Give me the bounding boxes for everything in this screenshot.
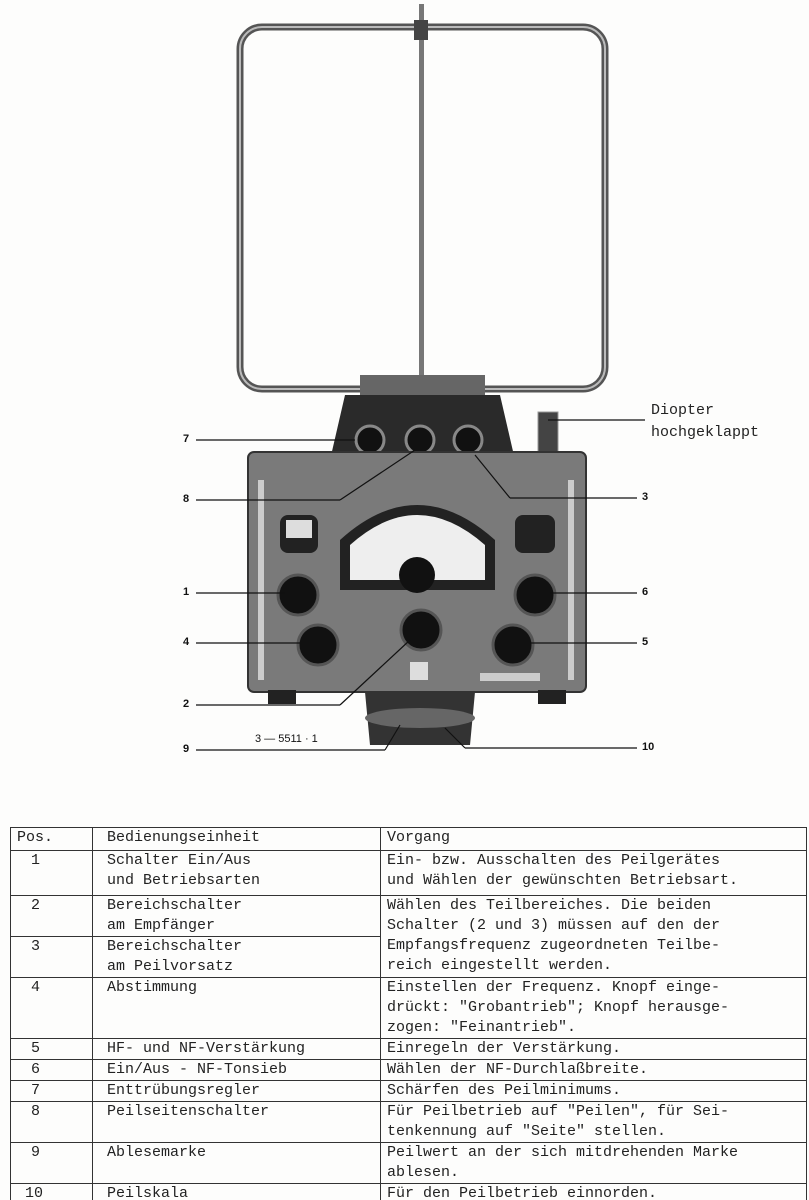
callout-lines: [196, 419, 645, 751]
row-action: Wählen der NF-Durchlaßbreite.: [380, 1059, 807, 1081]
row-unit: Peilseitenschalter: [92, 1101, 381, 1143]
callout-9: 9: [183, 743, 190, 755]
table-row: 5 HF- und NF-Verstärkung Einregeln der V…: [10, 1038, 807, 1060]
row-unit: Peilskala: [92, 1183, 381, 1200]
callout-1: 1: [183, 586, 190, 598]
row-pos: 4: [10, 977, 93, 1039]
table-row: 6 Ein/Aus - NF-Tonsieb Wählen der NF-Dur…: [10, 1059, 807, 1081]
row-pos: 9: [10, 1142, 93, 1184]
row-action: Für den Peilbetrieb einnorden.: [380, 1183, 807, 1200]
row-action: Peilwert an der sich mitdrehenden Marke …: [380, 1142, 807, 1184]
callout-7: 7: [183, 433, 190, 445]
callout-3: 3: [642, 491, 649, 503]
table-row: 3 Bereichschalter am Peilvorsatz: [10, 936, 807, 978]
row-pos: 2: [10, 895, 93, 937]
row-action: Einstellen der Frequenz. Knopf einge- dr…: [380, 977, 807, 1039]
row-pos: 10: [10, 1183, 93, 1200]
figure-number: 3 — 5511 · 1: [255, 733, 318, 745]
table-row: 8 Peilseitenschalter Für Peilbetrieb auf…: [10, 1101, 807, 1143]
row-unit: Bereichschalter am Peilvorsatz: [92, 936, 381, 978]
table-row: 1 Schalter Ein/Aus und Betriebsarten Ein…: [10, 850, 807, 896]
diopter-note: Diopter hochgeklappt: [651, 400, 759, 444]
loop-antenna: [236, 4, 609, 393]
header-unit: Bedienungseinheit: [92, 827, 381, 851]
callout-10: 10: [642, 741, 655, 753]
row-pos: 5: [10, 1038, 93, 1060]
row-unit: Schalter Ein/Aus und Betriebsarten: [92, 850, 381, 896]
table-row: 2 Bereichschalter am Empfänger Wählen de…: [10, 895, 807, 978]
receiver-case: [247, 451, 587, 704]
row-action: Einregeln der Verstärkung.: [380, 1038, 807, 1060]
callout-8: 8: [183, 493, 190, 505]
header-action: Vorgang: [380, 827, 807, 851]
direction-finder-photo: [196, 4, 645, 751]
row-pos: 1: [10, 850, 93, 896]
row-pos: 6: [10, 1059, 93, 1081]
row-action: Für Peilbetrieb auf "Peilen", für Sei- t…: [380, 1101, 807, 1143]
row-action: Ein- bzw. Ausschalten des Peilgerätes un…: [380, 850, 807, 896]
row-unit: Abstimmung: [92, 977, 381, 1039]
diopter-note-line: hochgeklappt: [651, 424, 760, 441]
row-action: Schärfen des Peilminimums.: [380, 1080, 807, 1102]
header-pos: Pos.: [10, 827, 93, 851]
table-header-row: Pos. Bedienungseinheit Vorgang: [10, 827, 807, 851]
table-row: 4 Abstimmung Einstellen der Frequenz. Kn…: [10, 977, 807, 1039]
table-row: 10 Peilskala Für den Peilbetrieb einnord…: [10, 1183, 807, 1200]
table-row: 7 Enttrübungsregler Schärfen des Peilmin…: [10, 1080, 807, 1102]
row-unit: Ein/Aus - NF-Tonsieb: [92, 1059, 381, 1081]
row-pos: 8: [10, 1101, 93, 1143]
row-pos: 7: [10, 1080, 93, 1102]
callout-5: 5: [642, 636, 649, 648]
callout-6: 6: [642, 586, 649, 598]
controls-table: Pos. Bedienungseinheit Vorgang 1 Schalte…: [10, 827, 807, 1200]
row-unit: HF- und NF-Verstärkung: [92, 1038, 381, 1060]
row-unit: Bereichschalter am Empfänger: [92, 895, 381, 937]
row-pos: 3: [10, 936, 93, 978]
callout-2: 2: [183, 698, 190, 710]
diopter-note-line: Diopter: [651, 402, 715, 419]
row-unit: Enttrübungsregler: [92, 1080, 381, 1102]
row-unit: Ablesemarke: [92, 1142, 381, 1184]
table-row: 9 Ablesemarke Peilwert an der sich mitdr…: [10, 1142, 807, 1184]
callout-4: 4: [183, 636, 190, 648]
bearing-turntable: [365, 692, 475, 745]
row-action: Wählen des Teilbereiches. Die beiden Sch…: [380, 895, 807, 978]
